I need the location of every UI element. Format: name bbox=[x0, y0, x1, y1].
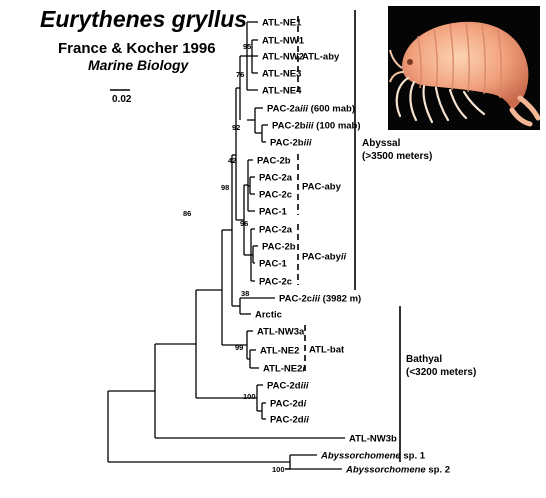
leaf-label-atl-nw1: ATL-NW1 bbox=[262, 36, 305, 47]
leaf-label-pac2ciii: PAC-2ciii (3982 m) bbox=[279, 294, 361, 305]
clade-label-atl-aby: ATL-aby bbox=[302, 52, 340, 63]
leaf-label-pac2b: PAC-2b bbox=[257, 156, 291, 167]
leaf-label-atl-ne3: ATL-NE3 bbox=[262, 69, 301, 80]
bootstrap-value-98: 98 bbox=[221, 183, 229, 192]
figure-title: Eurythenes gryllus bbox=[40, 6, 248, 32]
leaf-label-pac2a-2: PAC-2a bbox=[259, 225, 293, 236]
leaf-label-pac2aiii: PAC-2aiii (600 mab) bbox=[267, 104, 355, 115]
leaf-label-atl-nw2: ATL-NW2 bbox=[262, 52, 304, 63]
leaf-label-arctic: Arctic bbox=[255, 310, 282, 321]
leaf-label-atl-ne2i: ATL-NE2i bbox=[263, 364, 305, 375]
leaf-label-abyss1: Abyssorchomene sp. 1 bbox=[320, 451, 426, 462]
bootstrap-value-42: 42 bbox=[228, 156, 236, 165]
abyssal-zone-depth: (>3500 meters) bbox=[362, 151, 432, 162]
scale-bar-label: 0.02 bbox=[112, 94, 132, 105]
bootstrap-value-96: 96 bbox=[240, 219, 248, 228]
figure-authors: France & Kocher 1996 bbox=[58, 40, 216, 57]
leaf-label-pac2biii: PAC-2biii (100 mab) bbox=[272, 121, 361, 132]
clade-label-pac-abyii: PAC-abyii bbox=[302, 252, 347, 263]
leaf-label-atl-nw3a: ATL-NW3a bbox=[257, 327, 305, 338]
leaf-label-pac2bii: PAC-2biii bbox=[270, 138, 312, 149]
clade-label-pac-aby: PAC-aby bbox=[302, 182, 342, 193]
bootstrap-value-38: 38 bbox=[241, 289, 249, 298]
leaf-label-atl-ne4: ATL-NE4 bbox=[262, 86, 302, 97]
leaf-label-pac2dii: PAC-2dii bbox=[270, 415, 309, 426]
bootstrap-value-86: 86 bbox=[183, 209, 191, 218]
bootstrap-value-92: 92 bbox=[232, 123, 240, 132]
bootstrap-value-95: 95 bbox=[243, 42, 251, 51]
leaf-label-atl-nw3b: ATL-NW3b bbox=[349, 434, 397, 445]
leaf-label-pac1: PAC-1 bbox=[259, 207, 288, 218]
bootstrap-value-99: 99 bbox=[235, 343, 243, 352]
amphipod-illustration bbox=[389, 21, 540, 127]
amphipod-photo bbox=[388, 6, 540, 130]
leaf-label-pac2b-2: PAC-2b bbox=[262, 242, 296, 253]
bootstrap-value-76: 76 bbox=[236, 70, 244, 79]
figure-journal: Marine Biology bbox=[88, 57, 189, 73]
leaf-label-pac2diii: PAC-2diii bbox=[267, 381, 309, 392]
bootstrap-value-100b: 100 bbox=[272, 465, 285, 474]
leaf-label-pac2a: PAC-2a bbox=[259, 173, 293, 184]
leaf-label-pac1-2: PAC-1 bbox=[259, 259, 288, 270]
leaf-label-pac2c-2: PAC-2c bbox=[259, 277, 292, 288]
abyssal-zone-label: Abyssal bbox=[362, 138, 401, 149]
leaf-label-atl-ne1: ATL-NE1 bbox=[262, 18, 302, 29]
leaf-label-abyss2: Abyssorchomene sp. 2 bbox=[345, 465, 450, 476]
bathyal-zone-depth: (<3200 meters) bbox=[406, 367, 476, 378]
leaf-label-pac2di: PAC-2di bbox=[270, 399, 307, 410]
bootstrap-value-100a: 100 bbox=[243, 392, 256, 401]
leaf-label-pac2c: PAC-2c bbox=[259, 190, 292, 201]
bathyal-zone-label: Bathyal bbox=[406, 354, 442, 365]
leaf-label-atl-ne2: ATL-NE2 bbox=[260, 346, 299, 357]
clade-label-atl-bat: ATL-bat bbox=[309, 345, 345, 356]
